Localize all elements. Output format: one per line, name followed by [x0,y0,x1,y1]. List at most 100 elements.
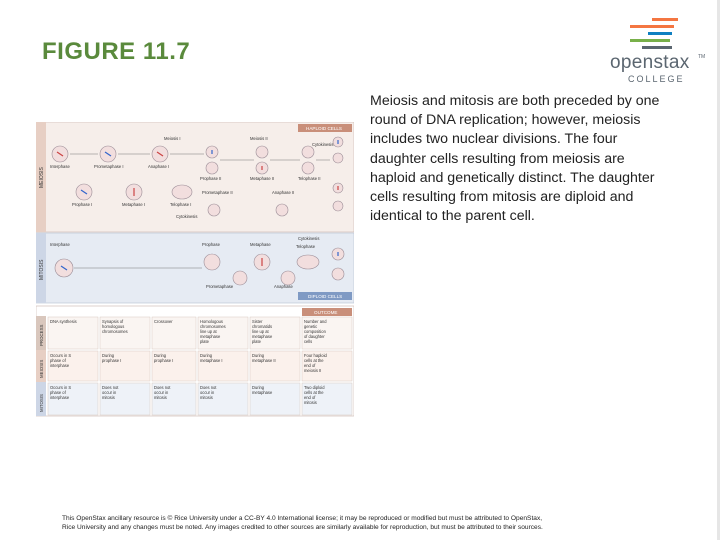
table-sidebar-meiosis [36,350,46,382]
right-edge-rule [717,0,720,540]
table-cell [151,316,197,350]
table-cell [99,382,151,416]
logo-bar [630,25,674,28]
label-prophase-i: Prophase I [72,202,92,207]
cell-mitosis-prometaphase [232,270,248,286]
label-metaphase-i: Metaphase I [122,202,145,207]
cell-mitosis-prophase [203,253,221,271]
cell-haploid-4 [332,200,344,212]
table-cell [47,350,99,382]
label-interphase: Interphase [50,164,70,169]
table-cell [197,350,249,382]
outcome-header [302,308,352,316]
mitosis-sidebar [36,233,46,303]
cell-anaphase-ii [275,203,289,217]
cell-metaphase-ii-a [255,145,269,159]
table-cell [151,382,197,416]
label-mitosis-telophase: Telophase [296,244,316,249]
table-side-meiosis: MEIOSIS [39,360,44,378]
table-cell [249,316,301,350]
license-footer: This OpenStax ancillary resource is © Ri… [62,514,702,532]
label-mitosis-prometaphase: Prometaphase [206,284,234,289]
license-footer-line-1: This OpenStax ancillary resource is © Ri… [62,515,543,522]
label-metaphase-ii: Metaphase II [250,176,274,181]
haploid-header [298,124,352,132]
figure-meiosis-mitosis: MEIOSIS MITOSIS HAPLOID CELLS Meiosis I … [36,122,354,417]
table-cell [197,316,249,350]
openstax-logo: openstax TM COLLEGE [610,18,710,84]
table-side-process: PROCESS [39,324,44,346]
label-telophase-i: Telophase I [170,202,191,207]
table-cell [301,382,353,416]
cell-telophase-ii-a [301,145,315,159]
table-sidebar-mitosis [36,382,46,416]
table-cell [151,350,197,382]
label-prophase-ii: Prophase II [200,176,221,181]
table-cell [301,350,353,382]
cell-diploid-2 [331,267,345,281]
cell-prophase-ii-b [205,161,219,175]
logo-trademark: TM [698,54,706,60]
label-prometaphase-ii: Prometaphase II [202,190,233,195]
slide-title: FIGURE 11.7 [42,38,191,65]
side-label-mitosis: MITOSIS [39,259,45,280]
cell-haploid-2 [332,152,344,164]
figure-caption: Meiosis and mitosis are both preceded by… [370,93,660,225]
label-prometaphase-i: Prometaphase I [94,164,124,169]
meiosis-chromosome-marks [56,140,339,196]
label-mitosis-prophase: Prophase [202,242,221,247]
diploid-header [298,292,352,300]
table-cell-text: Crossover [154,319,173,324]
table-cell [301,316,353,350]
cell-telophase-ii-b [301,161,315,175]
mitosis-chromosome-marks [60,252,339,271]
cell-mitosis-telophase [296,254,320,270]
table-cell [197,382,249,416]
logo-bar [652,18,678,21]
meiosis-panel [36,122,354,233]
table-grid [47,316,353,416]
table-cell [249,350,301,382]
logo-bar [642,46,672,49]
mitosis-cells [54,247,345,286]
table-cell [47,382,99,416]
logo-bar [648,32,672,35]
logo-college: COLLEGE [628,74,685,84]
figure-svg: MEIOSIS MITOSIS HAPLOID CELLS Meiosis I … [36,122,354,417]
label-cytokinesis: Cytokinesis [312,142,333,147]
label-anaphase-ii: Anaphase II [272,190,294,195]
table-cell [47,316,99,350]
cell-prometaphase-ii [207,203,221,217]
label-meiosis-ii: Meiosis II [250,136,268,141]
meiosis-sidebar [36,122,46,232]
label-cytokinesis-2: Cytokinesis [176,214,197,219]
table-cell [249,382,301,416]
label-telophase-ii: Telophase II [298,176,321,181]
haploid-header-text: HAPLOID CELLS [306,126,342,131]
table-sidebar-process [36,316,46,350]
logo-bar [630,39,670,42]
label-meiosis-i: Meiosis I [164,136,181,141]
label-mitosis-metaphase: Metaphase [250,242,271,247]
label-mitosis-interphase: Interphase [50,242,70,247]
cell-mitosis-anaphase [280,270,296,286]
meiosis-arrows [70,153,330,161]
side-label-meiosis: MEIOSIS [39,166,45,188]
diploid-header-text: DIPLOID CELLS [308,294,342,299]
